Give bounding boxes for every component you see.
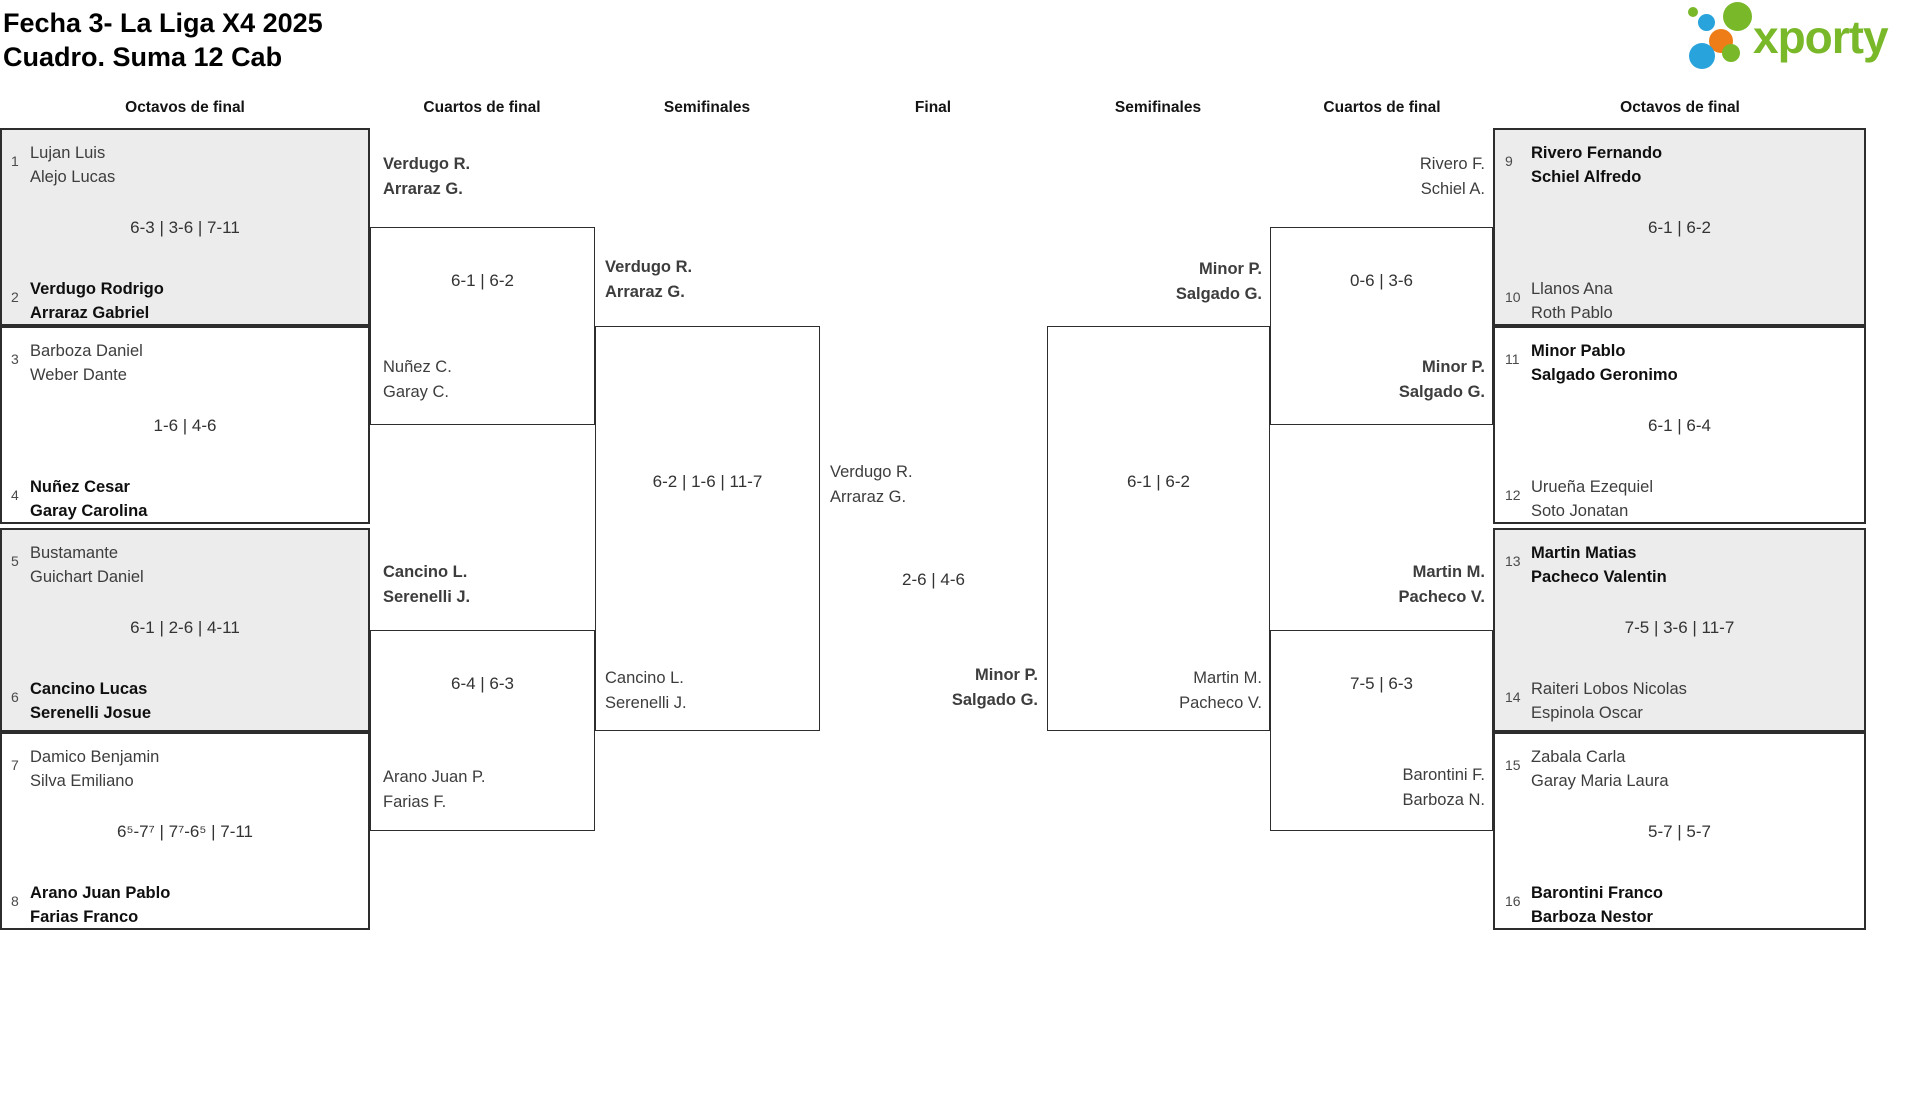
match-score: 6-1 | 6-4	[1647, 416, 1711, 435]
final-team-right: Minor P. Salgado G.	[951, 666, 1038, 709]
seed-number: 6	[11, 689, 19, 705]
team-names: Nuñez C. Garay C.	[383, 358, 452, 401]
team-names: Arano Juan P. Farias F.	[383, 768, 486, 811]
seed-number: 11	[1505, 351, 1520, 367]
seed-number: 2	[11, 289, 19, 305]
logo-dot-green-small-2	[1722, 44, 1740, 62]
header-octavos-right: Octavos de final	[1620, 99, 1740, 116]
team-names: Arano Juan Pablo Farias Franco	[30, 884, 171, 926]
match-score: 7-5 | 6-3	[1349, 674, 1413, 693]
seed-number: 14	[1505, 689, 1521, 705]
seed-number: 7	[11, 757, 19, 773]
seed-number: 3	[11, 351, 19, 367]
logo-dot-blue-big	[1689, 43, 1715, 69]
logo-dot-blue-small	[1698, 14, 1715, 31]
seed-number: 8	[11, 893, 19, 909]
seed-number: 15	[1505, 757, 1521, 773]
page-title: Fecha 3- La Liga X4 2025 Cuadro. Suma 12…	[3, 6, 323, 74]
match-score: 7-5 | 3-6 | 11-7	[1624, 618, 1735, 637]
seed-number: 10	[1505, 289, 1521, 305]
team-names: Urueña Ezequiel Soto Jonatan	[1531, 478, 1653, 520]
seed-number: 16	[1505, 893, 1521, 909]
match-score: 6⁵-7⁷ | 7⁷-6⁵ | 7-11	[116, 822, 254, 841]
team-names: Minor P. Salgado G.	[1398, 358, 1485, 401]
match-score: 5-7 | 5-7	[1647, 822, 1711, 841]
quarterfinal-box-right-top: 0-6 | 3-6	[1270, 227, 1493, 425]
match-box-9-10: 9 Rivero Fernando Schiel Alfredo 6-1 | 6…	[1493, 128, 1866, 326]
team-names: Nuñez Cesar Garay Carolina	[30, 478, 148, 520]
seed-number: 1	[11, 153, 19, 169]
team-names: Lujan Luis Alejo Lucas	[30, 144, 116, 186]
match-score: 1-6 | 4-6	[153, 416, 217, 435]
match-score: 6-1 | 2-6 | 4-11	[130, 618, 240, 637]
team-names: Martin M. Pacheco V.	[1398, 563, 1485, 606]
seed-number: 5	[11, 553, 19, 569]
logo-dot-green-big	[1723, 2, 1752, 31]
header-semis-right: Semifinales	[1114, 99, 1202, 116]
team-names: Verdugo R. Arraraz G.	[605, 258, 693, 301]
match-box-7-8: 7 Damico Benjamin Silva Emiliano 6⁵-7⁷ |…	[0, 732, 370, 930]
tournament-title: Fecha 3- La Liga X4 2025	[3, 8, 323, 38]
team-names: Barontini F. Barboza N.	[1402, 766, 1485, 809]
team-names: Barboza Daniel Weber Dante	[30, 342, 143, 384]
logo-dot-green-small	[1688, 7, 1698, 17]
bracket-subtitle: Cuadro. Suma 12 Cab	[3, 42, 283, 72]
team-names: Verdugo Rodrigo Arraraz Gabriel	[30, 280, 164, 322]
header-semis-left: Semifinales	[663, 99, 751, 116]
semifinal-box-left: 6-2 | 1-6 | 11-7	[595, 326, 820, 731]
final-score: 2-6 | 4-6	[901, 570, 965, 589]
quarterfinal-box-right-bottom: 7-5 | 6-3	[1270, 630, 1493, 831]
seed-number: 12	[1505, 487, 1521, 503]
team-names: Martin Matias Pacheco Valentin	[1531, 544, 1667, 586]
header-cuartos-left: Cuartos de final	[423, 99, 541, 116]
match-score: 6-1 | 6-2	[450, 271, 514, 290]
logo-wordmark: xporty	[1753, 11, 1889, 63]
match-box-5-6: 5 Bustamante Guichart Daniel 6-1 | 2-6 |…	[0, 528, 370, 732]
seed-number: 9	[1505, 153, 1513, 169]
semifinal-box-right: 6-1 | 6-2	[1047, 326, 1270, 731]
team-names: Minor P. Salgado G.	[1175, 260, 1262, 303]
match-box-11-12: 11 Minor Pablo Salgado Geronimo 6-1 | 6-…	[1493, 326, 1866, 524]
quarterfinal-box-left-top: 6-1 | 6-2	[370, 227, 595, 425]
team-names: Rivero F. Schiel A.	[1419, 155, 1485, 198]
header-cuartos-right: Cuartos de final	[1323, 99, 1441, 116]
match-box-15-16: 15 Zabala Carla Garay Maria Laura 5-7 | …	[1493, 732, 1866, 930]
team-names: Cancino L. Serenelli J.	[383, 563, 471, 606]
team-names: Llanos Ana Roth Pablo	[1531, 280, 1613, 322]
team-names: Cancino Lucas Serenelli Josue	[30, 680, 152, 722]
team-names: Verdugo R. Arraraz G.	[383, 155, 471, 198]
match-score: 6-1 | 6-2	[1647, 218, 1711, 237]
match-box-13-14: 13 Martin Matias Pacheco Valentin 7-5 | …	[1493, 528, 1866, 732]
team-names: Zabala Carla Garay Maria Laura	[1531, 748, 1669, 790]
seed-number: 13	[1505, 553, 1521, 569]
team-names: Raiteri Lobos Nicolas Espinola Oscar	[1531, 680, 1687, 722]
team-names: Minor Pablo Salgado Geronimo	[1531, 342, 1678, 384]
match-box-3-4: 3 Barboza Daniel Weber Dante 1-6 | 4-6 4…	[0, 326, 370, 524]
final-team-left: Verdugo R. Arraraz G.	[830, 463, 913, 506]
header-final: Final	[914, 99, 952, 116]
header-octavos-left: Octavos de final	[125, 99, 245, 116]
match-score: 6-2 | 1-6 | 11-7	[652, 472, 763, 491]
match-box-1-2: 1 Lujan Luis Alejo Lucas 6-3 | 3-6 | 7-1…	[0, 128, 370, 326]
team-names: Martin M. Pacheco V.	[1179, 669, 1262, 712]
quarterfinal-box-left-bottom: 6-4 | 6-3	[370, 630, 595, 831]
match-score: 6-4 | 6-3	[450, 674, 514, 693]
team-names: Bustamante Guichart Daniel	[30, 544, 144, 586]
team-names: Damico Benjamin Silva Emiliano	[30, 748, 160, 790]
team-names: Barontini Franco Barboza Nestor	[1531, 884, 1664, 926]
match-score: 0-6 | 3-6	[1349, 271, 1413, 290]
team-names: Rivero Fernando Schiel Alfredo	[1531, 144, 1663, 186]
match-score: 6-1 | 6-2	[1126, 472, 1190, 491]
match-score: 6-3 | 3-6 | 7-11	[130, 218, 240, 237]
seed-number: 4	[11, 487, 19, 503]
team-names: Cancino L. Serenelli J.	[605, 669, 687, 712]
